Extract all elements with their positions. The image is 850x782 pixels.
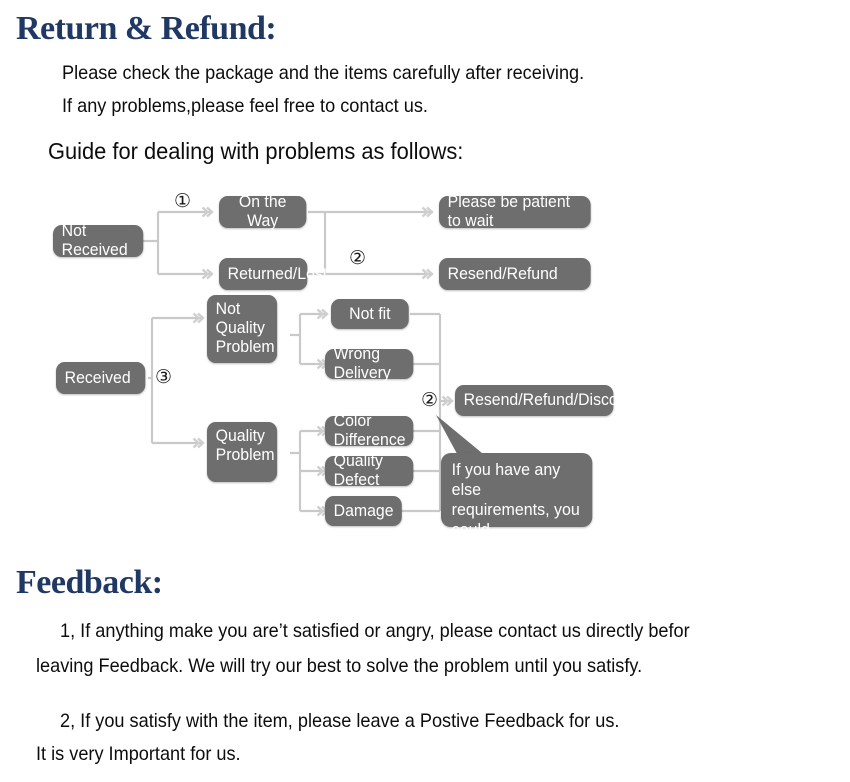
flow-node-not-quality-problem: Not Quality Problem xyxy=(207,295,278,363)
intro-text-line-1: Please check the package and the items c… xyxy=(62,62,585,84)
step-marker-2-bottom: ② xyxy=(421,390,439,411)
step-marker-2-top: ② xyxy=(349,248,367,269)
flow-node-please-be-patient-to-wait: Please be patient to wait xyxy=(439,193,591,230)
flow-node-resend-refund-discount: Resend/Refund/Discount xyxy=(455,385,640,416)
flow-node-on-the-way: On the Way xyxy=(219,193,307,230)
flow-node-wrong-delivery: Wrong Delivery xyxy=(325,345,414,382)
feedback-item-1-line-1: 1, If anything make you are’t satisfied … xyxy=(60,620,690,642)
flow-node-returned-lost: Returned/Lost xyxy=(219,258,327,290)
flow-node-not-fit: Not fit xyxy=(331,299,409,329)
flow-node-resend-refund: Resend/Refund xyxy=(439,258,591,290)
flow-node-quality-problem: Quality Problem xyxy=(207,422,278,482)
intro-text-line-2: If any problems,please feel free to cont… xyxy=(62,95,428,117)
step-marker-3: ③ xyxy=(155,367,173,388)
callout-bubble-extra-requirements: If you have any else requirements, you c… xyxy=(441,453,593,559)
flow-node-color-difference: Color Difference xyxy=(325,412,414,449)
flow-node-not-received: Not Received xyxy=(53,222,144,259)
feedback-item-2-line-1: 2, If you satisfy with the item, please … xyxy=(60,710,620,732)
flow-node-quality-defect: Quality Defect xyxy=(325,452,414,489)
page-title-return-refund: Return & Refund: xyxy=(16,10,277,47)
step-marker-1: ① xyxy=(174,191,192,212)
problem-guide-flowchart: Not Received On the Way Returned/Lost Pl… xyxy=(0,175,850,559)
page-title-feedback: Feedback: xyxy=(16,564,163,601)
flow-node-received: Received xyxy=(56,362,146,394)
guide-subheading: Guide for dealing with problems as follo… xyxy=(48,138,464,164)
feedback-item-2-line-2: It is very Important for us. xyxy=(36,743,241,765)
feedback-item-1-line-2: leaving Feedback. We will try our best t… xyxy=(36,655,643,677)
flowchart-connectors xyxy=(143,175,850,545)
flow-node-damage: Damage xyxy=(325,496,402,526)
